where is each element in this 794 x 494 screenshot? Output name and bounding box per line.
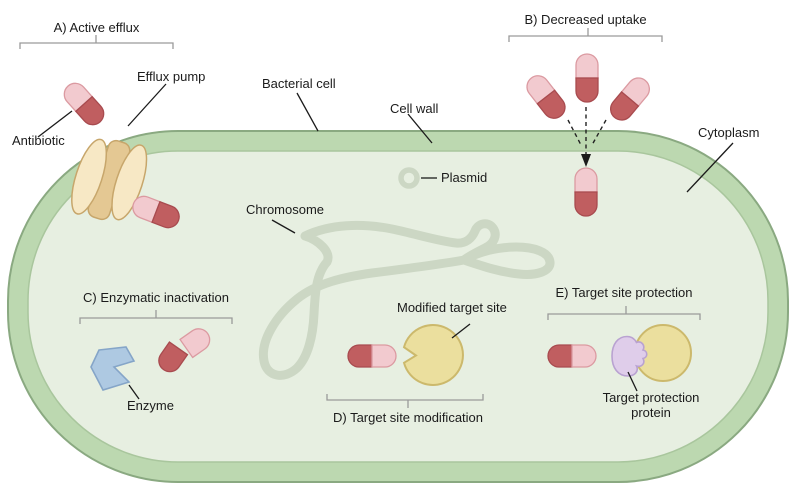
antibiotic-pill — [574, 167, 598, 217]
pill-pink-half — [526, 75, 556, 105]
protection-protein-pointer — [627, 371, 638, 392]
section-b-title: B) Decreased uptake — [524, 12, 647, 27]
arrowhead-icon — [581, 154, 591, 167]
pill-pink-half — [571, 344, 597, 368]
section-d-title: D) Target site modification — [332, 410, 484, 425]
antibiotic-pill — [132, 195, 180, 229]
enzyme-shape — [90, 346, 136, 391]
cell-wall-pointer — [407, 113, 433, 144]
cytoplasm-pointer — [686, 142, 734, 193]
target-protection-protein-shape — [611, 335, 648, 377]
pill-pink-half — [575, 53, 599, 79]
antibiotic-pill — [547, 344, 597, 368]
antibiotic-pill — [63, 82, 105, 126]
bracket-a — [19, 35, 174, 49]
cleaved-pill-red-half — [158, 341, 189, 373]
pill-red-half — [536, 89, 566, 119]
cytoplasm-shape — [27, 150, 769, 463]
label-target-protection-line2: protein — [631, 405, 671, 420]
bacterial-cell-pointer — [296, 92, 319, 132]
label-modified-target-site: Modified target site — [397, 300, 507, 315]
pill-red-half — [575, 77, 599, 103]
chromosome-pointer — [271, 219, 296, 234]
efflux-pump-pointer — [127, 83, 167, 127]
pill-red-half — [347, 344, 373, 368]
antibiotic-pointer — [37, 110, 73, 138]
efflux-pump-lobe-right — [111, 144, 148, 221]
pill-red-half — [574, 191, 598, 217]
cleaved-pill-pink-half — [179, 328, 211, 359]
decreased-uptake-arrows — [567, 107, 607, 157]
label-efflux-pump: Efflux pump — [137, 69, 206, 84]
bracket-e — [547, 306, 701, 320]
label-enzyme: Enzyme — [127, 398, 174, 413]
modified-target-pointer — [451, 323, 471, 339]
pill-red-half — [151, 200, 180, 229]
label-plasmid: Plasmid — [441, 170, 488, 185]
modified-target-site-shape — [402, 324, 464, 386]
plasmid-shape — [398, 167, 420, 189]
section-e-title: E) Target site protection — [555, 285, 693, 300]
section-c-title: C) Enzymatic inactivation — [83, 290, 229, 305]
efflux-pump-lobe-left — [71, 138, 108, 215]
chromosome-shape — [258, 219, 555, 380]
efflux-pump-shape — [71, 138, 148, 221]
pointer-lines — [37, 83, 734, 400]
label-bacterial-cell: Bacterial cell — [262, 76, 336, 91]
section-a-title: A) Active efflux — [53, 20, 140, 35]
label-cytoplasm: Cytoplasm — [698, 125, 760, 140]
antibiotic-pill — [347, 344, 397, 368]
antibiotic-pill — [526, 75, 566, 119]
antibiotic-pill — [610, 77, 650, 121]
pill-red-half — [610, 91, 640, 121]
pill-pink-half — [63, 82, 94, 113]
label-target-protection-protein: Target protection protein — [591, 390, 711, 420]
bracket-c — [79, 310, 233, 324]
label-chromosome: Chromosome — [246, 202, 325, 217]
section-brackets — [19, 28, 701, 408]
bracket-b — [508, 28, 663, 42]
label-target-protection-line1: Target protection — [602, 390, 700, 405]
pill-red-half — [547, 344, 573, 368]
pill-pink-half — [132, 195, 161, 224]
pill-pink-half — [371, 344, 397, 368]
pill-red-half — [74, 95, 105, 126]
label-antibiotic: Antibiotic — [12, 133, 65, 148]
pill-pink-half — [574, 167, 598, 193]
label-cell-wall: Cell wall — [390, 101, 439, 116]
pill-pink-half — [620, 77, 650, 107]
antibiotic-pill — [575, 53, 599, 103]
bracket-d — [326, 394, 484, 408]
enzyme-pointer — [128, 384, 140, 400]
